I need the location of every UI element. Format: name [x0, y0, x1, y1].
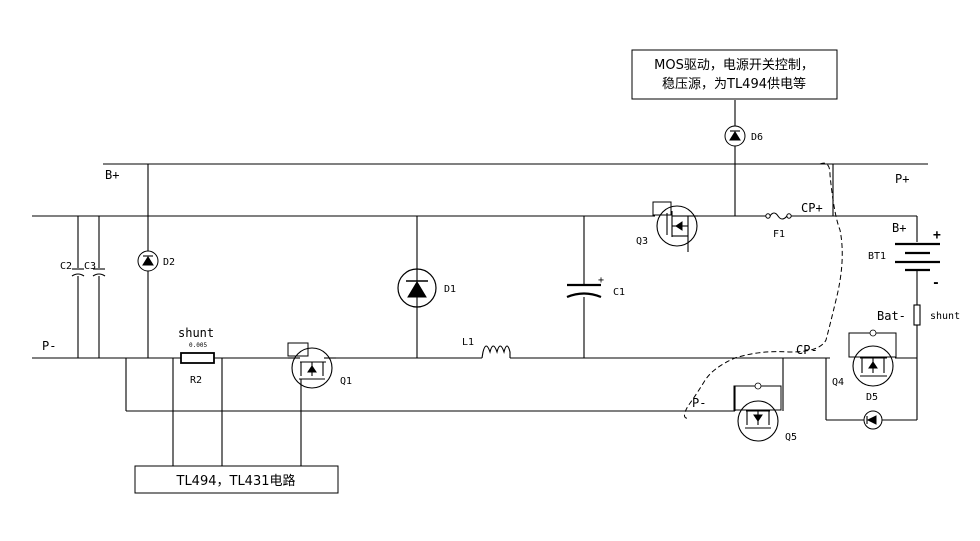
note-top-line2: 稳压源，为TL494供电等	[662, 76, 806, 92]
note-box-bottom: TL494，TL431电路	[134, 465, 339, 494]
resistor-r2: shunt 0.005 R2	[178, 326, 215, 386]
shunt-right: shunt	[913, 304, 960, 326]
r2-label: R2	[190, 375, 202, 386]
mosfet-q1: Q1	[287, 342, 352, 390]
d6-label: D6	[751, 132, 763, 143]
d5-label: D5	[866, 392, 878, 403]
bt1-label: BT1	[868, 251, 886, 262]
diode-d6: D6	[724, 125, 763, 147]
q3-label: Q3	[636, 236, 648, 247]
mosfet-q3: Q3	[636, 201, 698, 252]
c2-label: C2	[60, 261, 72, 272]
net-cp-plus-label: CP+	[801, 201, 823, 215]
c1-polarity: +	[598, 275, 604, 286]
d2-label: D2	[163, 257, 175, 268]
diode-d2: D2	[137, 250, 175, 272]
fuse-f1: F1	[765, 212, 792, 240]
note-top-line1: MOS驱动，电源开关控制，	[654, 58, 814, 73]
note-box-top: MOS驱动，电源开关控制， 稳压源，为TL494供电等	[631, 49, 838, 100]
c3-label: C3	[84, 261, 96, 272]
inductor-l1: L1	[462, 337, 511, 359]
net-p-plus-label: P+	[895, 172, 909, 186]
dashed-boundary	[684, 162, 843, 419]
r2-value: 0.005	[189, 342, 207, 349]
r2-shunt-label: shunt	[178, 326, 214, 340]
net-p-minus-right-label: P-	[692, 396, 706, 410]
diode-d5: D5	[863, 392, 883, 430]
c1-label: C1	[613, 287, 625, 298]
capacitor-c2: C2	[60, 261, 85, 277]
mosfet-q4: Q4	[832, 329, 897, 388]
q4-label: Q4	[832, 377, 844, 388]
battery-bt1: + - BT1	[868, 228, 941, 291]
net-bat-minus-label: Bat-	[877, 309, 906, 323]
mosfet-q5: Q5	[733, 382, 797, 443]
bt1-minus: -	[932, 276, 940, 291]
bt1-plus: +	[933, 228, 941, 243]
net-p-minus-label: P-	[42, 339, 56, 353]
capacitor-c3: C3	[84, 261, 106, 277]
q5-label: Q5	[785, 432, 797, 443]
net-b-plus-label: B+	[105, 168, 119, 182]
net-bt-plus-label: B+	[892, 221, 906, 235]
net-cp-minus-label: CP-	[796, 343, 818, 357]
d1-label: D1	[444, 284, 456, 295]
f1-label: F1	[773, 229, 785, 240]
note-bottom: TL494，TL431电路	[176, 473, 296, 489]
capacitor-c1: + C1	[566, 275, 625, 299]
q1-label: Q1	[340, 376, 352, 387]
wires	[32, 100, 928, 466]
diode-d1: D1	[397, 268, 456, 308]
shunt-right-label: shunt	[930, 311, 960, 322]
l1-label: L1	[462, 337, 474, 348]
